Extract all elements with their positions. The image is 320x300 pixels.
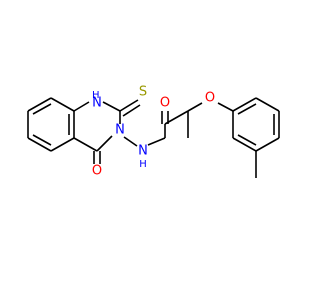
bond [232,137,257,152]
atom-h-n1: H [92,90,100,101]
bond-double-inner [32,134,52,146]
atom-h-amide: H [139,159,147,170]
bond [50,97,75,112]
atom-n3: N [115,123,125,138]
bond [187,102,203,112]
atom-labels: H N S N O N H O O [92,85,215,179]
bond-double-inner [237,134,257,146]
atom-o-amide: O [160,96,170,111]
bond [164,110,189,125]
bond [123,136,138,147]
atom-n1: N [92,96,102,111]
bond [217,102,234,112]
bond [73,101,90,112]
bond-double-inner [237,103,257,115]
bond [73,137,98,152]
bond [27,97,52,112]
bonds [27,97,280,178]
molecule-structure: H N S N O N H O O [27,84,280,179]
bond [255,97,280,112]
bond [232,97,257,112]
bond-double-inner [32,103,52,115]
bond [255,137,280,152]
atom-s: S [139,85,147,100]
bond-thione [119,99,139,112]
bond [27,137,52,152]
bond-thione [122,104,141,117]
atom-o-ketone: O [92,164,102,179]
atom-o-ether: O [205,91,215,106]
bond [102,101,121,112]
bond [147,137,166,146]
bond [96,135,113,152]
atom-n-amide: N [138,144,148,159]
bond [50,137,75,152]
